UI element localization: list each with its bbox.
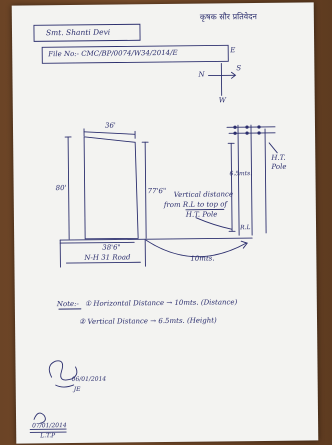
ht-pole-right — [250, 124, 253, 236]
compass-arrow-icon — [230, 71, 237, 79]
signature-2-icon — [33, 412, 46, 424]
signature-1-initials: JE — [73, 385, 81, 393]
compass-north: N — [198, 70, 205, 79]
note-heading: Note:- — [56, 299, 79, 309]
signature-2-initials: L.T.P — [40, 432, 56, 440]
file-number: File No:- CMC/BP/0074/W34/2014/E — [48, 48, 178, 59]
rl-label: R.L — [240, 224, 251, 232]
road-line — [59, 237, 253, 241]
vertical-note-2: from R.L to top of — [163, 200, 228, 210]
horizontal-distance-label: 10mts. — [190, 254, 215, 263]
hindi-title: कृषक सौर प्रतिवेदन — [199, 12, 257, 22]
signature-1-date: 06/01/2014 — [71, 375, 107, 383]
road-label: N-H 31 Road — [84, 253, 131, 262]
owner-name: Smt. Shanti Devi — [45, 27, 111, 38]
compass-west: W — [218, 96, 226, 105]
width-bottom-label: 38'6" — [102, 243, 121, 252]
document-sheet: कृषक सौर प्रतिवेदन Smt. Shanti Devi File… — [11, 2, 319, 444]
note-item-2: ② Vertical Distance → 6.5mts. (Height) — [78, 316, 217, 326]
ht-pole-left — [237, 124, 240, 236]
vertical-note-3: H.T. Pole — [185, 210, 218, 219]
pole-label-2: Pole — [271, 162, 287, 171]
width-top-label: 36' — [104, 121, 116, 130]
height-left-label: 80' — [55, 184, 67, 193]
horizontal-distance-arc — [145, 239, 247, 258]
height-right-label: 77'6" — [147, 186, 167, 196]
vertical-note-1: Vertical distance — [173, 190, 234, 199]
plot-outline — [83, 136, 139, 240]
signature-1-icon — [48, 360, 78, 381]
signature-2-date: 07/01/2014 — [32, 422, 67, 430]
pole-label-1: H.T. — [271, 153, 286, 162]
file-no-box — [41, 44, 229, 64]
pole-height-label: 6.5mts. — [229, 170, 253, 178]
sketch-drawing — [29, 23, 278, 433]
compass-east: E — [230, 46, 236, 55]
compass-south: S — [236, 64, 242, 73]
name-box — [33, 23, 141, 42]
